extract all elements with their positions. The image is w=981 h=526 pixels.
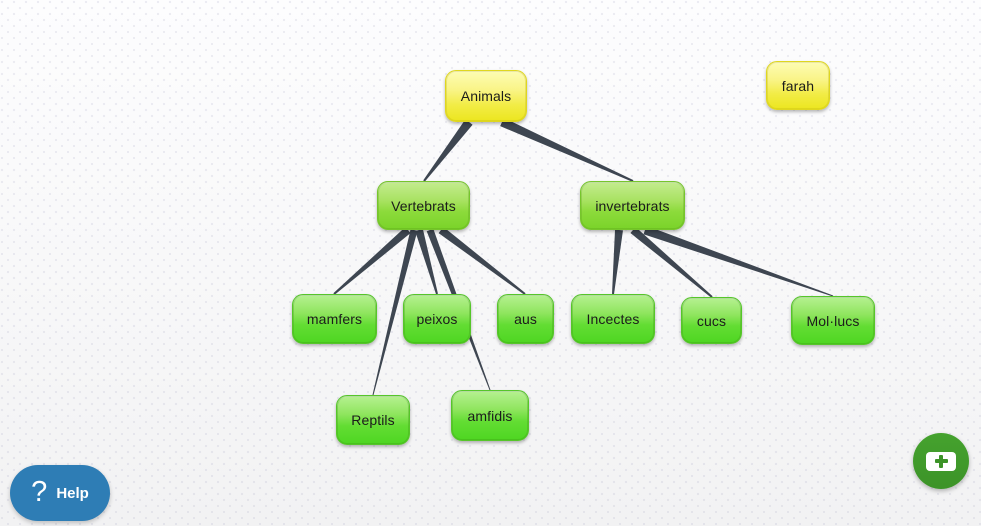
connector-animals-to-vertebrats — [423, 119, 473, 182]
mindmap-node-animals[interactable]: Animals — [445, 70, 527, 122]
help-button[interactable]: ? Help — [10, 465, 110, 521]
connector-invertebrats-to-incectes — [612, 229, 623, 295]
node-label: Incectes — [586, 311, 640, 327]
mindmap-node-reptils[interactable]: Reptils — [336, 395, 410, 445]
connector-vertebrats-to-aus — [438, 226, 526, 295]
node-label: mamfers — [306, 311, 363, 327]
node-label: Reptils — [351, 412, 395, 428]
help-button-label: Help — [56, 484, 89, 502]
connector-invertebrats-to-mollucs — [643, 225, 834, 297]
node-label: farah — [781, 77, 815, 94]
node-label: invertebrats — [595, 197, 670, 214]
node-label: aus — [514, 311, 537, 327]
mindmap-node-cucs[interactable]: cucs — [681, 297, 742, 344]
mindmap-node-amfidis[interactable]: amfidis — [451, 390, 529, 441]
mindmap-node-vertebrats[interactable]: Vertebrats — [377, 181, 470, 230]
node-label: amfidis — [467, 407, 513, 424]
connector-invertebrats-to-cucs — [630, 226, 713, 298]
node-label: Mol·lucs — [806, 312, 860, 329]
connector-vertebrats-to-peixos — [415, 228, 438, 295]
node-label: peixos — [416, 311, 458, 327]
mindmap-node-mamfers[interactable]: mamfers — [292, 294, 377, 344]
connector-animals-to-invertebrats — [500, 117, 634, 182]
node-label: Vertebrats — [391, 197, 456, 214]
mindmap-node-incectes[interactable]: Incectes — [571, 294, 655, 344]
add-node-button[interactable] — [913, 433, 969, 489]
mindmap-node-aus[interactable]: aus — [497, 294, 554, 344]
plus-icon — [926, 451, 956, 471]
mindmap-node-farah[interactable]: farah — [766, 61, 830, 110]
mindmap-node-mollucs[interactable]: Mol·lucs — [791, 296, 875, 345]
mindmap-node-invertebrats[interactable]: invertebrats — [580, 181, 685, 230]
question-mark-icon: ? — [31, 475, 48, 508]
node-label: Animals — [460, 88, 512, 104]
mindmap-node-peixos[interactable]: peixos — [403, 294, 471, 344]
connector-vertebrats-to-mamfers — [333, 226, 411, 295]
node-label: cucs — [696, 312, 727, 329]
